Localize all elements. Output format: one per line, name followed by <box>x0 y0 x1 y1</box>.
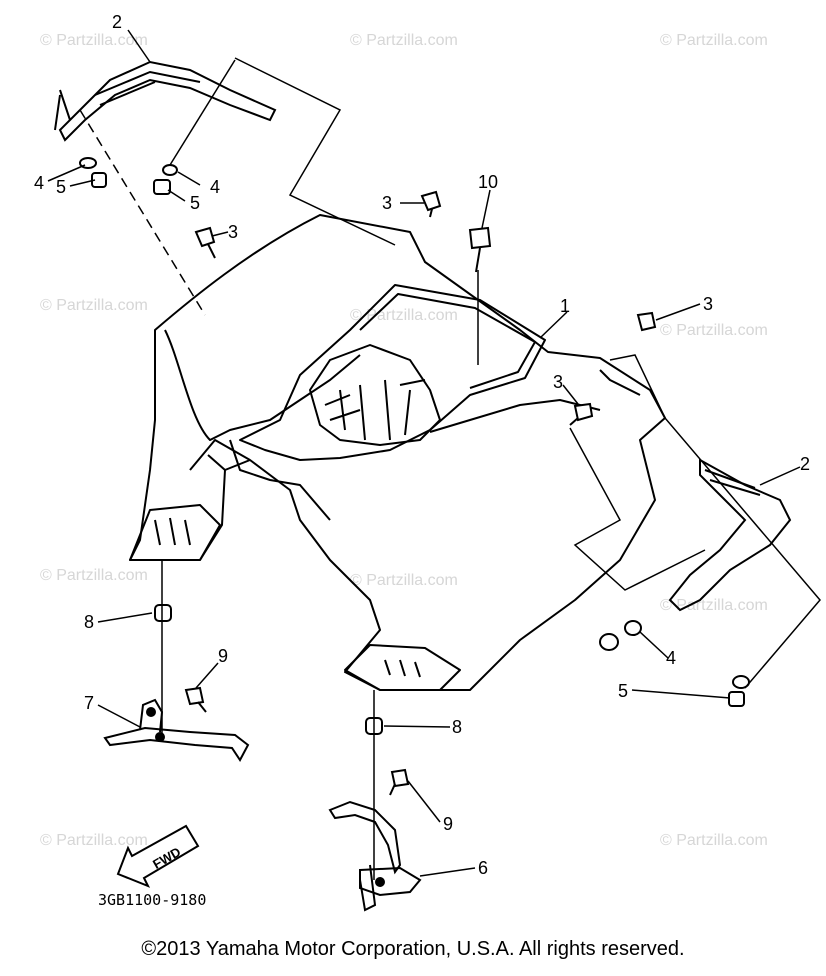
watermark: © Partzilla.com <box>40 832 148 849</box>
watermark: © Partzilla.com <box>350 307 458 324</box>
callout-3: 3 <box>553 372 563 392</box>
callout-4: 4 <box>666 648 676 668</box>
callout-10: 10 <box>478 172 498 192</box>
callout-5: 5 <box>190 193 200 213</box>
callout-7: 7 <box>84 693 94 713</box>
callout-9: 9 <box>218 646 228 666</box>
callout-5: 5 <box>56 177 66 197</box>
watermark: © Partzilla.com <box>40 297 148 314</box>
watermark: © Partzilla.com <box>40 32 148 49</box>
copyright-notice: ©2013 Yamaha Motor Corporation, U.S.A. A… <box>141 938 685 960</box>
callout-1: 1 <box>560 296 570 316</box>
front-fender <box>129 214 666 691</box>
watermark: © Partzilla.com <box>660 597 768 614</box>
mud-flap-right <box>668 458 792 612</box>
callout-4: 4 <box>210 177 220 197</box>
watermark: © Partzilla.com <box>660 832 768 849</box>
watermark-group: © Partzilla.com © Partzilla.com © Partzi… <box>40 32 768 849</box>
callout-labels: 1 2 2 3 3 3 3 4 4 4 5 5 5 6 7 8 8 9 9 10 <box>34 12 810 878</box>
fasteners <box>79 157 750 796</box>
callout-9: 9 <box>443 814 453 834</box>
watermark: © Partzilla.com <box>350 32 458 49</box>
callout-8: 8 <box>452 717 462 737</box>
callout-2: 2 <box>800 454 810 474</box>
callout-3: 3 <box>228 222 238 242</box>
leader-lines <box>47 29 821 880</box>
watermark: © Partzilla.com <box>40 567 148 584</box>
watermark: © Partzilla.com <box>350 572 458 589</box>
callout-8: 8 <box>84 612 94 632</box>
watermark: © Partzilla.com <box>660 322 768 339</box>
callout-3: 3 <box>382 193 392 213</box>
callout-4: 4 <box>34 173 44 193</box>
callout-5: 5 <box>618 681 628 701</box>
callout-3: 3 <box>703 294 713 314</box>
bracket-6 <box>328 800 422 912</box>
diagram-code: 3GB1100-9180 <box>98 891 206 909</box>
mud-flap-left <box>54 60 277 142</box>
callout-6: 6 <box>478 858 488 878</box>
bracket-7 <box>103 698 250 762</box>
callout-2: 2 <box>112 12 122 32</box>
watermark: © Partzilla.com <box>660 32 768 49</box>
